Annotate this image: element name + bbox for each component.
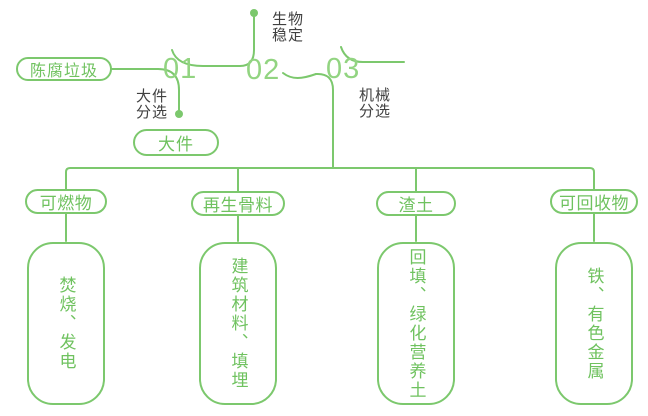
category-label: 再生骨料: [203, 196, 273, 215]
dot-02-rise: [250, 9, 258, 17]
note-bio-stabilization: 生物 稳定: [272, 11, 305, 44]
line-03-drop: [315, 72, 334, 169]
distribution-rail: [65, 167, 595, 190]
node-category-recyclables: 可回收物: [550, 189, 638, 214]
category-label: 可回收物: [559, 194, 629, 213]
node-result-incineration-power: 焚烧、发电: [27, 242, 105, 405]
node-category-slag-soil: 渣土: [376, 191, 456, 216]
note-mechanical-sorting: 机械 分选: [359, 87, 392, 120]
step-number-03: 03: [326, 53, 361, 85]
node-category-combustibles: 可燃物: [25, 189, 107, 214]
node-bulky-output: 大件: [133, 129, 219, 156]
node-result-building-materials-landfill: 建筑材料、填埋: [199, 242, 277, 405]
step-number-01: 01: [163, 53, 198, 85]
line-01-drop: [157, 68, 180, 112]
result-text: 建筑材料、填埋: [228, 257, 248, 390]
node-root: 陈腐垃圾: [16, 57, 112, 81]
category-label: 可燃物: [39, 194, 93, 213]
line-02-rise: [239, 16, 255, 67]
line-03-tail: [340, 46, 405, 63]
node-category-recycled-aggregate: 再生骨料: [191, 191, 285, 216]
result-text: 铁、有色金属: [584, 266, 604, 381]
node-result-backfill-nutrient-soil: 回填、绿化营养土: [377, 242, 455, 405]
line-02-to-03: [282, 72, 317, 79]
node-bulky-output-label: 大件: [158, 135, 194, 154]
note-bulky-sorting: 大件 分选: [136, 88, 169, 121]
result-text: 焚烧、发电: [56, 276, 76, 371]
result-text: 回填、绿化营养土: [406, 247, 426, 400]
node-root-label: 陈腐垃圾: [29, 63, 98, 80]
line-01-to-02: [171, 49, 241, 67]
node-result-iron-nonferrous-metal: 铁、有色金属: [555, 242, 633, 405]
step-number-02: 02: [246, 54, 281, 86]
dot-01-drop: [175, 110, 183, 118]
category-label: 渣土: [398, 196, 434, 215]
